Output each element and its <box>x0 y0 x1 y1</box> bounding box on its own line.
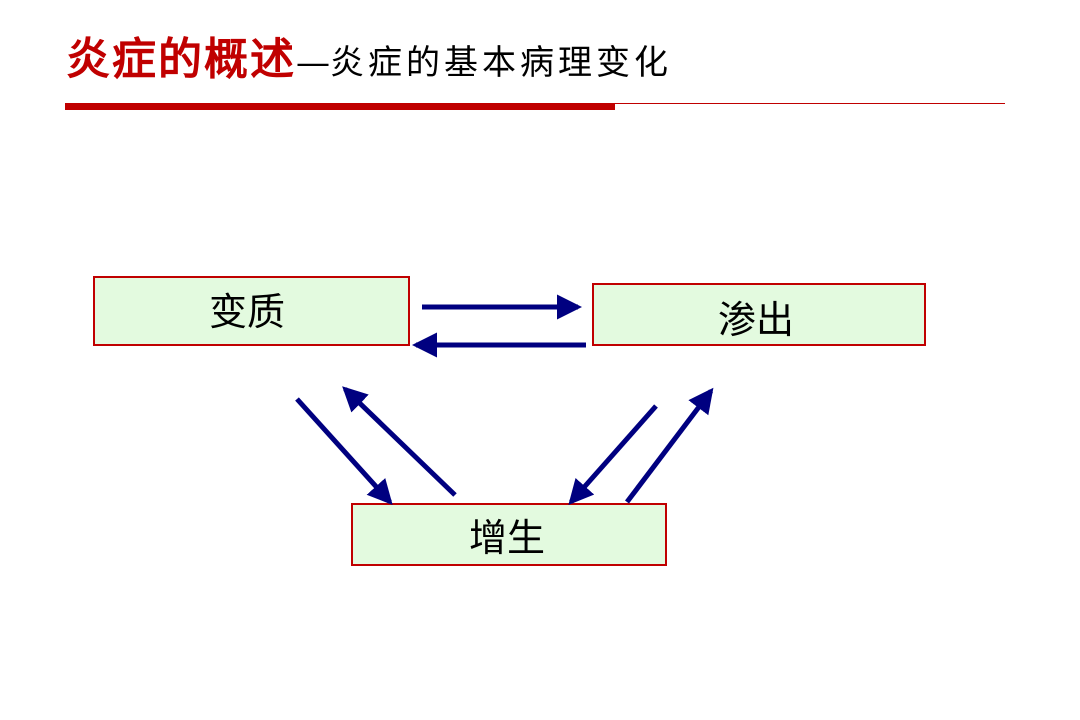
title-underline-thin <box>615 103 1005 104</box>
arrow-alteration-to-proliferation <box>295 397 393 505</box>
title-main: 炎症的概述 <box>66 34 296 85</box>
node-proliferation: 增生 <box>351 503 667 566</box>
node-exudation: 渗出 <box>592 283 926 346</box>
title-underline-thick <box>65 103 615 110</box>
title-subtitle: 炎症的基本病理变化 <box>330 43 672 83</box>
slide-title: 炎症的概述—炎症的基本病理变化 <box>66 30 672 90</box>
node-alteration: 变质 <box>93 276 410 346</box>
arrow-proliferation-to-alteration <box>342 386 457 497</box>
arrow-exudation-to-proliferation <box>568 404 658 505</box>
title-dash: — <box>296 43 330 83</box>
arrow-proliferation-to-exudation <box>625 387 714 504</box>
